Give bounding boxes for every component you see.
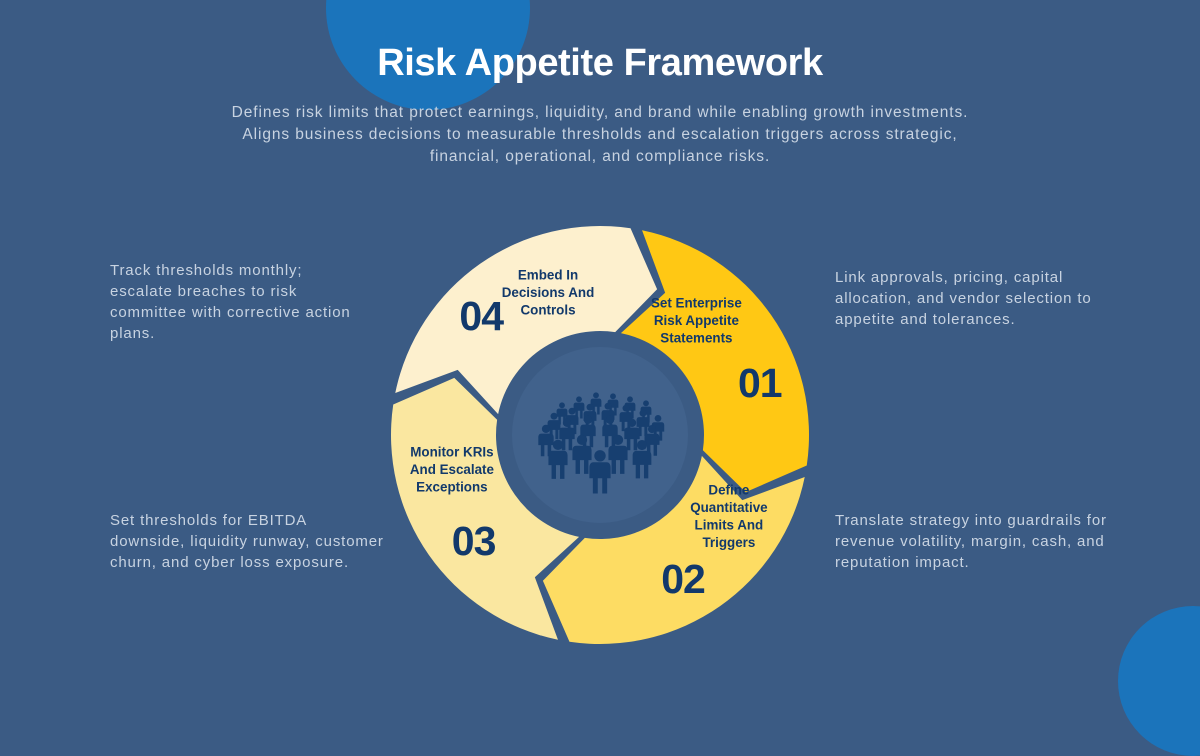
caption-step-01: Translate strategy into guardrails for r… [835,512,1107,571]
donut-segment-02[interactable] [542,455,805,645]
donut-segments [390,225,810,645]
donut-segment-01[interactable] [620,230,810,493]
donut-segment-04[interactable] [395,225,658,415]
caption-step-03: Track thresholds monthly; escalate breac… [110,262,351,342]
crowd-of-people-icon [538,392,665,494]
segment-number-01: 01 [738,360,782,406]
donut-segment-03[interactable] [390,377,580,640]
page-title: Risk Appetite Framework [377,42,823,84]
caption-step-02: Set thresholds for EBITDA downside, liqu… [110,512,384,571]
segment-number-03: 03 [452,518,496,564]
segment-number-04: 04 [459,293,504,339]
decorative-circle-bottom [1118,606,1200,756]
page-subtitle: Defines risk limits that protect earning… [231,104,969,165]
center-circle [512,347,688,523]
caption-step-04: Link approvals, pricing, capital allocat… [835,269,1092,328]
header: Risk Appetite Framework Defines risk lim… [0,0,1200,168]
segment-number-02: 02 [661,556,705,602]
